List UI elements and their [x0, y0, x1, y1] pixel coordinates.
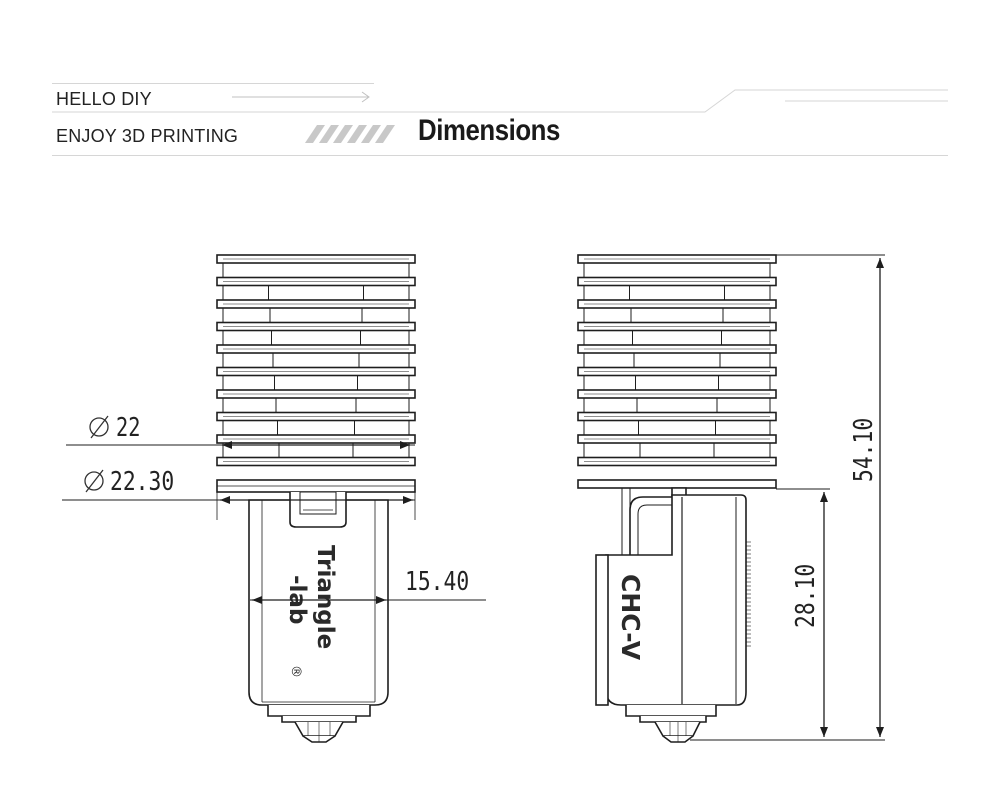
- side-dimensions: [690, 254, 885, 741]
- front-heatsink: [216, 254, 416, 467]
- side-heater-block: [595, 494, 751, 706]
- diameter-22-30-label: 22.30: [84, 466, 174, 497]
- tagline-enjoy-3d-printing: ENJOY 3D PRINTING: [56, 126, 239, 146]
- front-clip: [289, 491, 347, 528]
- svg-text:22: 22: [116, 413, 140, 443]
- tagline-hello-diy: HELLO DIY: [56, 89, 152, 109]
- side-view: [577, 254, 777, 743]
- front-nozzle: [267, 705, 371, 743]
- model-label-chc-v: CHC-V: [616, 574, 645, 661]
- body-width-label: 15.40: [405, 566, 469, 597]
- svg-text:22.30: 22.30: [110, 466, 174, 497]
- diameter-symbol-icon: [84, 471, 104, 491]
- front-view: [216, 254, 416, 743]
- arrow-right-icon: [232, 91, 370, 103]
- header-rule-top: [52, 83, 374, 84]
- front-dimensions: [62, 441, 486, 604]
- diameter-symbol-icon: [89, 417, 109, 437]
- lower-height-label: 28.10: [790, 564, 821, 628]
- registered-mark: ®: [288, 665, 303, 678]
- diameter-22-label: 22: [89, 413, 140, 443]
- front-dimension-labels: 22 22.30 15.40: [84, 413, 469, 597]
- header: HELLO DIY ENJOY 3D PRINTING Dimensions: [0, 0, 1000, 170]
- side-connector-teeth: [746, 541, 751, 647]
- page-title: Dimensions: [418, 114, 560, 147]
- side-nozzle: [625, 705, 717, 743]
- total-height-label: 54.10: [848, 418, 879, 482]
- brand-text-line-1: Triangle: [312, 545, 338, 649]
- header-angled-rule: [52, 89, 948, 113]
- stripes-decoration: [305, 125, 395, 143]
- header-rule-bottom: [52, 155, 948, 156]
- side-heatsink: [577, 254, 777, 467]
- side-flange: [577, 479, 777, 489]
